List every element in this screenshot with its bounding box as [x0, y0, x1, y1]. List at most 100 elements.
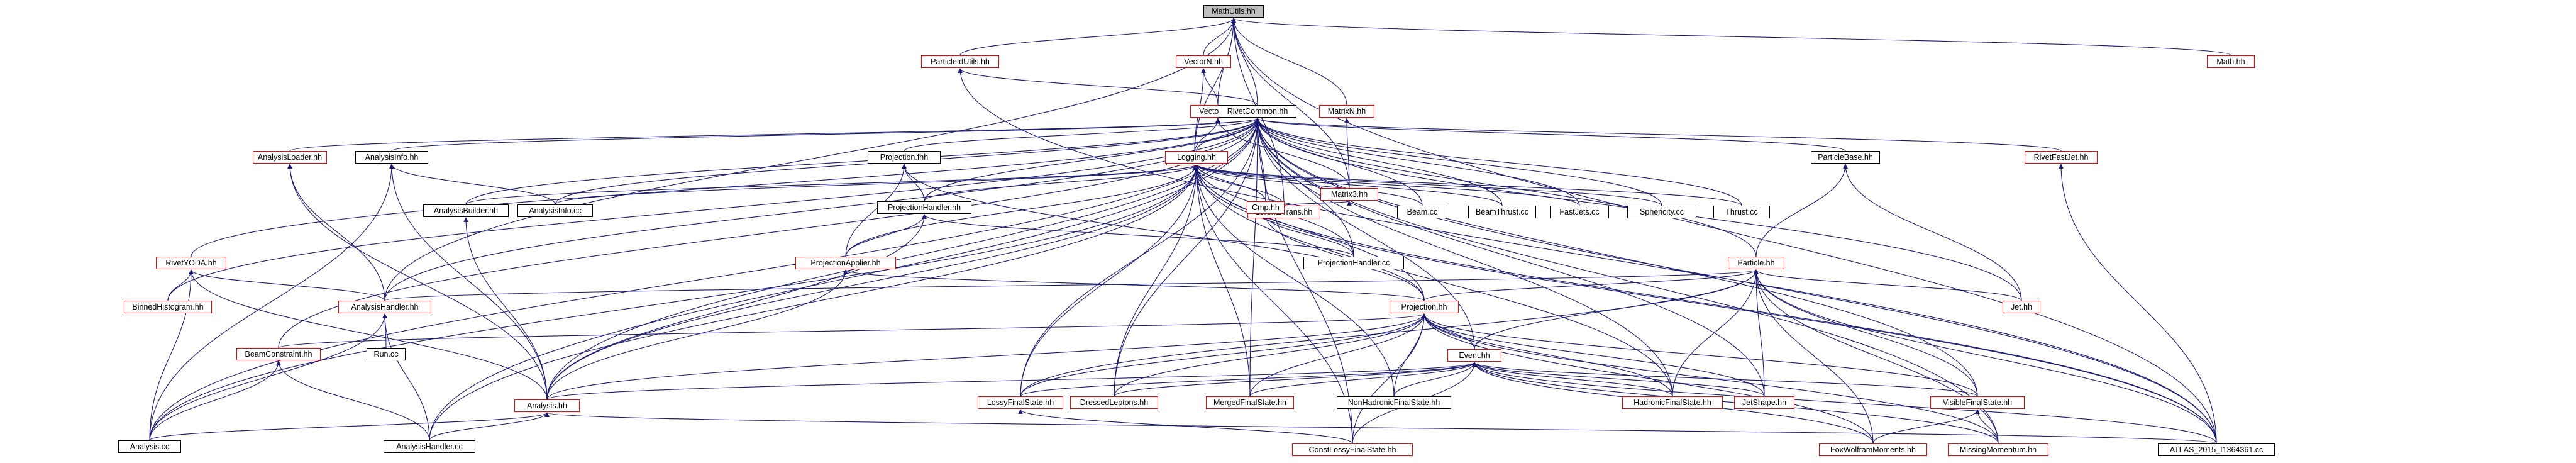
node-label: ProjectionHandler.cc: [1317, 259, 1390, 267]
node-analysishandlercc[interactable]: AnalysisHandler.cc: [384, 440, 475, 453]
node-label: Math.hh: [2216, 57, 2245, 66]
node-projectionhandlerhh[interactable]: ProjectionHandler.hh: [877, 201, 971, 214]
node-analysishandlerhh[interactable]: AnalysisHandler.hh: [338, 301, 431, 313]
edge-beamcc-to-logging: [1194, 164, 1423, 206]
edge-analysishh-to-analysisbuilder: [463, 217, 548, 400]
node-jethh[interactable]: Jet.hh: [2003, 301, 2040, 313]
node-projectionapplier[interactable]: ProjectionApplier.hh: [795, 257, 896, 269]
node-projectionhh[interactable]: Projection.hh: [1390, 301, 1459, 313]
edge-eventhh-to-particlehh: [1474, 269, 1759, 350]
node-lossyfinalstate[interactable]: LossyFinalState.hh: [978, 396, 1063, 409]
node-rivetfastjet[interactable]: RivetFastJet.hh: [2025, 151, 2098, 164]
edge-sphericitycc-to-logging: [1194, 164, 1662, 206]
node-eventhh[interactable]: Event.hh: [1447, 349, 1501, 362]
node-mathhh[interactable]: Math.hh: [2207, 55, 2255, 68]
edge-visiblefinalstate-to-projectionhh: [1422, 313, 1978, 397]
node-hadronicfinalstate[interactable]: HadronicFinalState.hh: [1622, 396, 1723, 409]
edge-vector4-to-mathutils: [1194, 18, 1236, 153]
edge-analysisinfocc-to-analysisinfohh: [389, 164, 556, 205]
edge-constlossy-to-logging: [1194, 164, 1353, 444]
node-constlossy[interactable]: ConstLossyFinalState.hh: [1292, 443, 1413, 456]
node-mergedfinalstate[interactable]: MergedFinalState.hh: [1206, 396, 1294, 409]
edge-projectionfhh-to-rivetcommon: [904, 118, 1260, 152]
edge-particlehh-to-rivetcommon: [1255, 118, 1757, 257]
node-analysisbuilder[interactable]: AnalysisBuilder.hh: [423, 204, 509, 217]
node-rivetcommon[interactable]: RivetCommon.hh: [1219, 105, 1296, 118]
edge-visiblefinalstate-to-rivetcommon: [1255, 118, 1978, 397]
node-beamcc[interactable]: Beam.cc: [1397, 206, 1447, 218]
edge-visiblefinalstate-to-particlehh: [1754, 269, 1978, 397]
edge-matrix3-to-matrixn: [1344, 118, 1350, 189]
edge-analysishandlercc-to-analysishandlerhh: [382, 313, 430, 441]
node-dressedleptons[interactable]: DressedLeptons.hh: [1070, 396, 1158, 409]
node-label: NonHadronicFinalState.hh: [1347, 398, 1440, 407]
node-label: VisibleFinalState.hh: [1942, 398, 2013, 407]
node-label: ConstLossyFinalState.hh: [1308, 445, 1396, 454]
node-beamthrustcc[interactable]: BeamThrust.cc: [1468, 206, 1536, 218]
node-analysisinfocc[interactable]: AnalysisInfo.cc: [517, 204, 593, 217]
node-particlehh[interactable]: Particle.hh: [1728, 257, 1784, 269]
edge-missingmomentum-to-visiblefinalstate: [1975, 409, 1999, 444]
edge-binnedhisto-to-rivetyoda: [167, 269, 194, 301]
edge-analysishandlerhh-to-particlehh: [384, 269, 1759, 301]
edge-hadronicfinalstate-to-particlehh: [1672, 269, 1759, 397]
node-label: AnalysisInfo.hh: [365, 153, 419, 162]
edge-analysishandlercc-to-logging: [429, 164, 1199, 441]
node-foxwolfram[interactable]: FoxWolframMoments.hh: [1819, 443, 1927, 456]
node-atlas2015[interactable]: ATLAS_2015_I1364361.cc: [2158, 443, 2275, 456]
node-vectorn[interactable]: VectorN.hh: [1176, 55, 1231, 68]
edge-dressedleptons-to-projectionhh: [1114, 313, 1427, 397]
node-analysisloader[interactable]: AnalysisLoader.hh: [253, 151, 327, 164]
node-label: AnalysisHandler.cc: [396, 442, 463, 451]
node-projectionhandlercc[interactable]: ProjectionHandler.cc: [1303, 257, 1404, 269]
edge-jetshape-to-eventhh: [1472, 362, 1765, 397]
node-analysishh[interactable]: Analysis.hh: [514, 399, 580, 412]
node-visiblefinalstate[interactable]: VisibleFinalState.hh: [1930, 396, 2025, 409]
edge-lossyfinalstate-to-eventhh: [1020, 362, 1477, 397]
node-analysiscc[interactable]: Analysis.cc: [118, 440, 181, 453]
node-particlebase[interactable]: ParticleBase.hh: [1811, 151, 1880, 164]
node-jetshape[interactable]: JetShape.hh: [1734, 396, 1794, 409]
node-nonhadronic[interactable]: NonHadronicFinalState.hh: [1337, 396, 1451, 409]
node-binnedhisto[interactable]: BinnedHistogram.hh: [124, 301, 212, 313]
edge-particlehh-to-particlebase: [1755, 164, 1848, 257]
edge-analysishandlercc-to-beamconstraint: [276, 360, 430, 441]
edge-mergedfinalstate-to-rivetcommon: [1249, 118, 1260, 397]
node-rivetyoda[interactable]: RivetYODA.hh: [156, 257, 226, 269]
node-missingmomentum[interactable]: MissingMomentum.hh: [1948, 443, 2048, 456]
node-label: AnalysisBuilder.hh: [433, 206, 499, 215]
edge-analysishh-to-analysisinfohh: [389, 164, 548, 400]
edge-missingmomentum-to-particlehh: [1754, 269, 1999, 444]
node-matrixn[interactable]: MatrixN.hh: [1319, 105, 1374, 118]
node-label: MergedFinalState.hh: [1213, 398, 1287, 407]
node-beamconstraint[interactable]: BeamConstraint.hh: [236, 348, 321, 360]
edge-lossyfinalstate-to-logging: [1020, 164, 1199, 397]
edge-fastjetscc-to-logging: [1194, 164, 1580, 206]
node-cmp[interactable]: Cmp.hh: [1247, 201, 1285, 214]
edge-particleidutils-to-mathutils: [959, 18, 1236, 56]
edge-mergedfinalstate-to-eventhh: [1249, 362, 1477, 397]
node-label: RivetFastJet.hh: [2033, 153, 2089, 162]
edge-projectionhandlerhh-to-logging: [924, 164, 1199, 202]
edge-analysishh-to-projectionhh: [546, 313, 1427, 400]
edge-projectionapplier-to-logging: [845, 164, 1199, 257]
edge-dressedleptons-to-logging: [1114, 164, 1199, 397]
node-mathutils[interactable]: MathUtils.hh: [1203, 5, 1264, 18]
node-analysisinfohh[interactable]: AnalysisInfo.hh: [355, 151, 428, 164]
node-label: RivetCommon.hh: [1227, 107, 1288, 116]
node-label: Jet.hh: [2010, 303, 2033, 311]
node-particleidutils[interactable]: ParticleIdUtils.hh: [921, 55, 999, 68]
node-fastjetscc[interactable]: FastJets.cc: [1550, 206, 1609, 218]
node-projectionfhh[interactable]: Projection.fhh: [868, 151, 941, 164]
node-label: MatrixN.hh: [1327, 107, 1366, 116]
node-sphericitycc[interactable]: Sphericity.cc: [1627, 206, 1696, 218]
edge-atlas2015-to-particleidutils: [958, 68, 2217, 444]
node-thrustcc[interactable]: Thrust.cc: [1713, 206, 1770, 218]
node-label: Projection.hh: [1401, 303, 1447, 311]
edge-analysiscc-to-logging: [149, 164, 1199, 441]
edge-cmp-to-logging: [1194, 164, 1266, 202]
node-matrix3[interactable]: Matrix3.hh: [1320, 188, 1378, 201]
node-logging[interactable]: Logging.hh: [1165, 151, 1228, 164]
node-runcc[interactable]: Run.cc: [367, 348, 406, 360]
